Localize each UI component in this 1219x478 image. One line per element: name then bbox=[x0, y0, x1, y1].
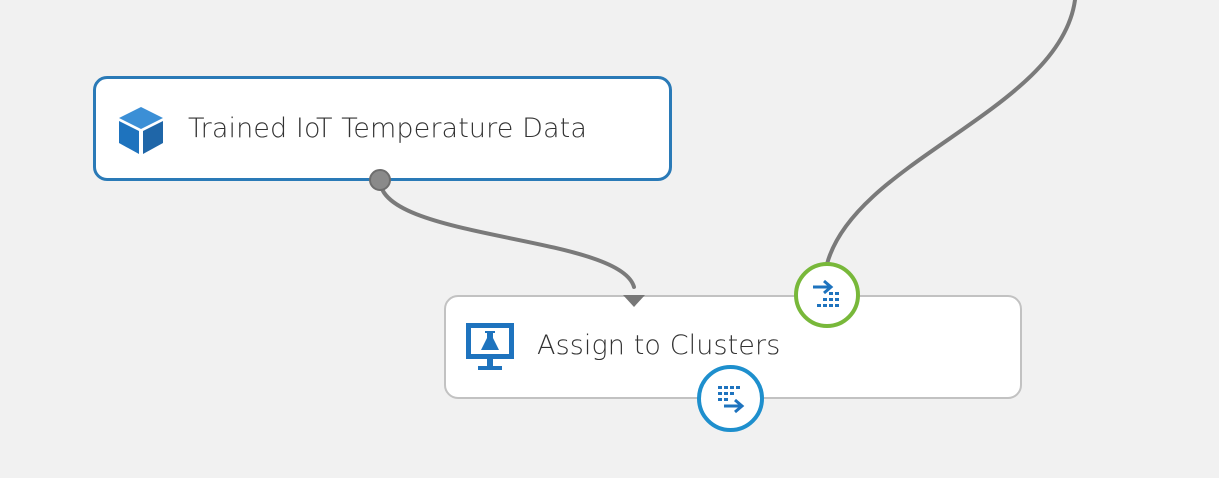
connector-dataset[interactable] bbox=[825, 0, 1077, 266]
connector-trained-model[interactable] bbox=[378, 178, 636, 289]
dataset-input-icon[interactable] bbox=[794, 262, 860, 328]
model-test-icon bbox=[464, 321, 516, 373]
dataset-output-icon[interactable] bbox=[697, 365, 764, 432]
cube-icon bbox=[115, 104, 167, 156]
module-title: Trained IoT Temperature Data bbox=[188, 113, 587, 144]
module-trained-iot-temperature-data[interactable]: Trained IoT Temperature Data bbox=[93, 76, 672, 181]
output-dot-icon[interactable] bbox=[369, 169, 391, 191]
input-arrow-icon[interactable] bbox=[623, 295, 645, 307]
module-assign-to-clusters[interactable]: Assign to Clusters bbox=[444, 295, 1022, 399]
module-title: Assign to Clusters bbox=[537, 330, 781, 361]
